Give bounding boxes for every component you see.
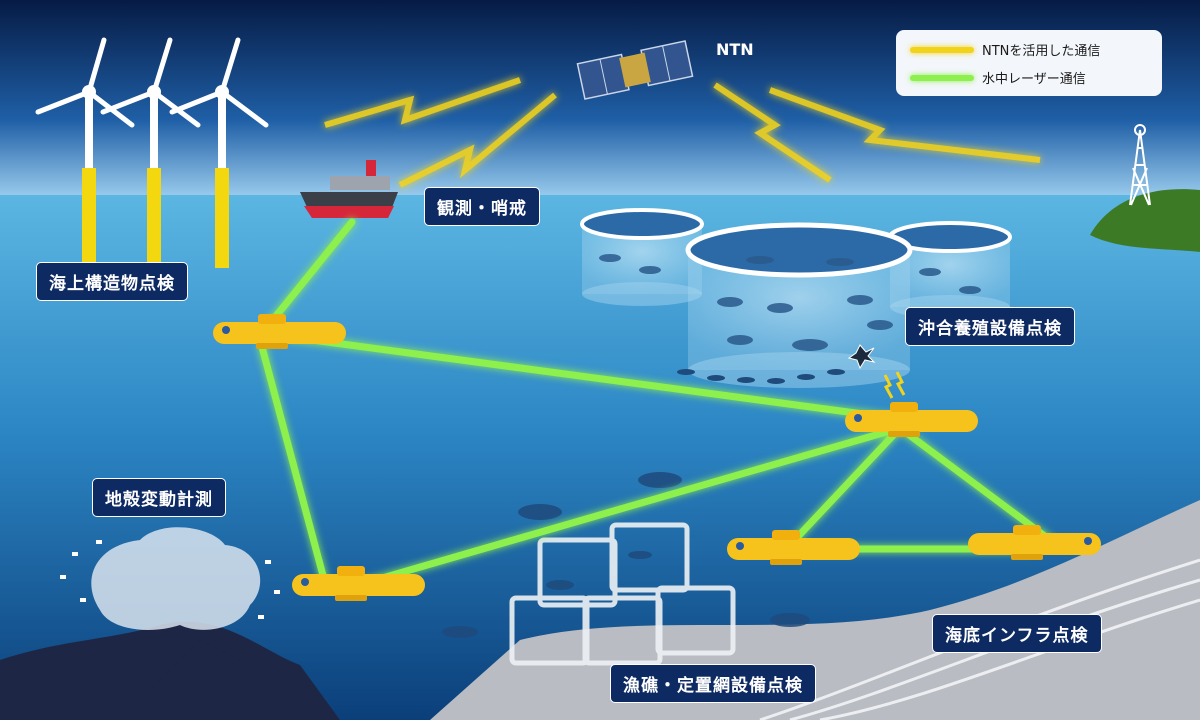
legend-label-ntn: NTNを活用した通信 bbox=[982, 40, 1100, 59]
legend-item-laser: 水中レーザー通信 bbox=[910, 68, 1086, 87]
label-offshore-structure: 海上構造物点検 bbox=[36, 262, 188, 301]
label-offshore-aquaculture: 沖合養殖設備点検 bbox=[905, 307, 1075, 346]
cage-center bbox=[688, 225, 910, 388]
label-fish-reef-setnet: 漁礁・定置網設備点検 bbox=[610, 664, 816, 703]
legend-swatch-ntn bbox=[910, 47, 974, 53]
legend-item-ntn: NTNを活用した通信 bbox=[910, 40, 1100, 59]
ntn-label: NTN bbox=[716, 40, 754, 59]
legend: NTNを活用した通信 水中レーザー通信 bbox=[896, 30, 1162, 96]
legend-label-laser: 水中レーザー通信 bbox=[982, 68, 1086, 87]
label-observation-patrol: 観測・哨戒 bbox=[424, 187, 540, 226]
label-crustal-deformation: 地殻変動計測 bbox=[92, 478, 226, 517]
label-seabed-infrastructure: 海底インフラ点検 bbox=[932, 614, 1102, 653]
legend-swatch-laser bbox=[910, 75, 974, 81]
